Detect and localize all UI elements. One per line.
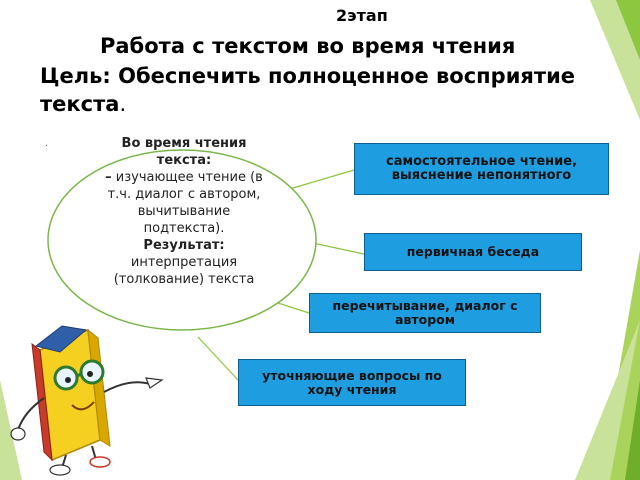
step-label: самостоятельное чтение, выяснение непоня…	[385, 154, 578, 183]
step-label: первичная беседа	[406, 244, 540, 259]
ellipse-text: Во время чтения текста: – изучающее чтен…	[96, 135, 272, 288]
connector-2	[307, 241, 365, 255]
book-character-icon	[10, 325, 164, 476]
step-box-independent-reading: самостоятельное чтение, выяснение непоня…	[354, 143, 609, 195]
goal-main: Цель: Обеспечить полноценное восприятие …	[40, 64, 576, 116]
result-body: интерпретация (толкование) текста	[113, 255, 255, 287]
step-box-rereading: перечитывание, диалог с автором	[309, 293, 541, 333]
ellipse-body: изучающее чтение (в т.ч. диалог с авторо…	[107, 170, 263, 236]
step-box-initial-talk: первичная беседа	[364, 233, 582, 271]
connector-3	[274, 301, 310, 314]
result-label: Результат:	[143, 238, 225, 253]
slide-title: Работа с текстом во время чтения	[100, 34, 516, 58]
content-ellipse	[47, 149, 317, 331]
stage-label: 2этап	[336, 6, 388, 25]
step-label: уточняющие вопросы по ходу чтения	[262, 367, 442, 397]
goal-period: .	[119, 92, 127, 116]
step-box-clarifying-questions: уточняющие вопросы по ходу чтения	[238, 359, 466, 406]
connector-4	[197, 336, 239, 381]
goal-text: Цель: Обеспечить полноценное восприятие …	[40, 62, 600, 118]
small-mark: .	[45, 139, 48, 149]
ellipse-heading: Во время чтения текста:	[121, 136, 247, 168]
step-label: перечитывание, диалог с автором	[332, 298, 518, 327]
ellipse-dash: –	[105, 170, 112, 185]
